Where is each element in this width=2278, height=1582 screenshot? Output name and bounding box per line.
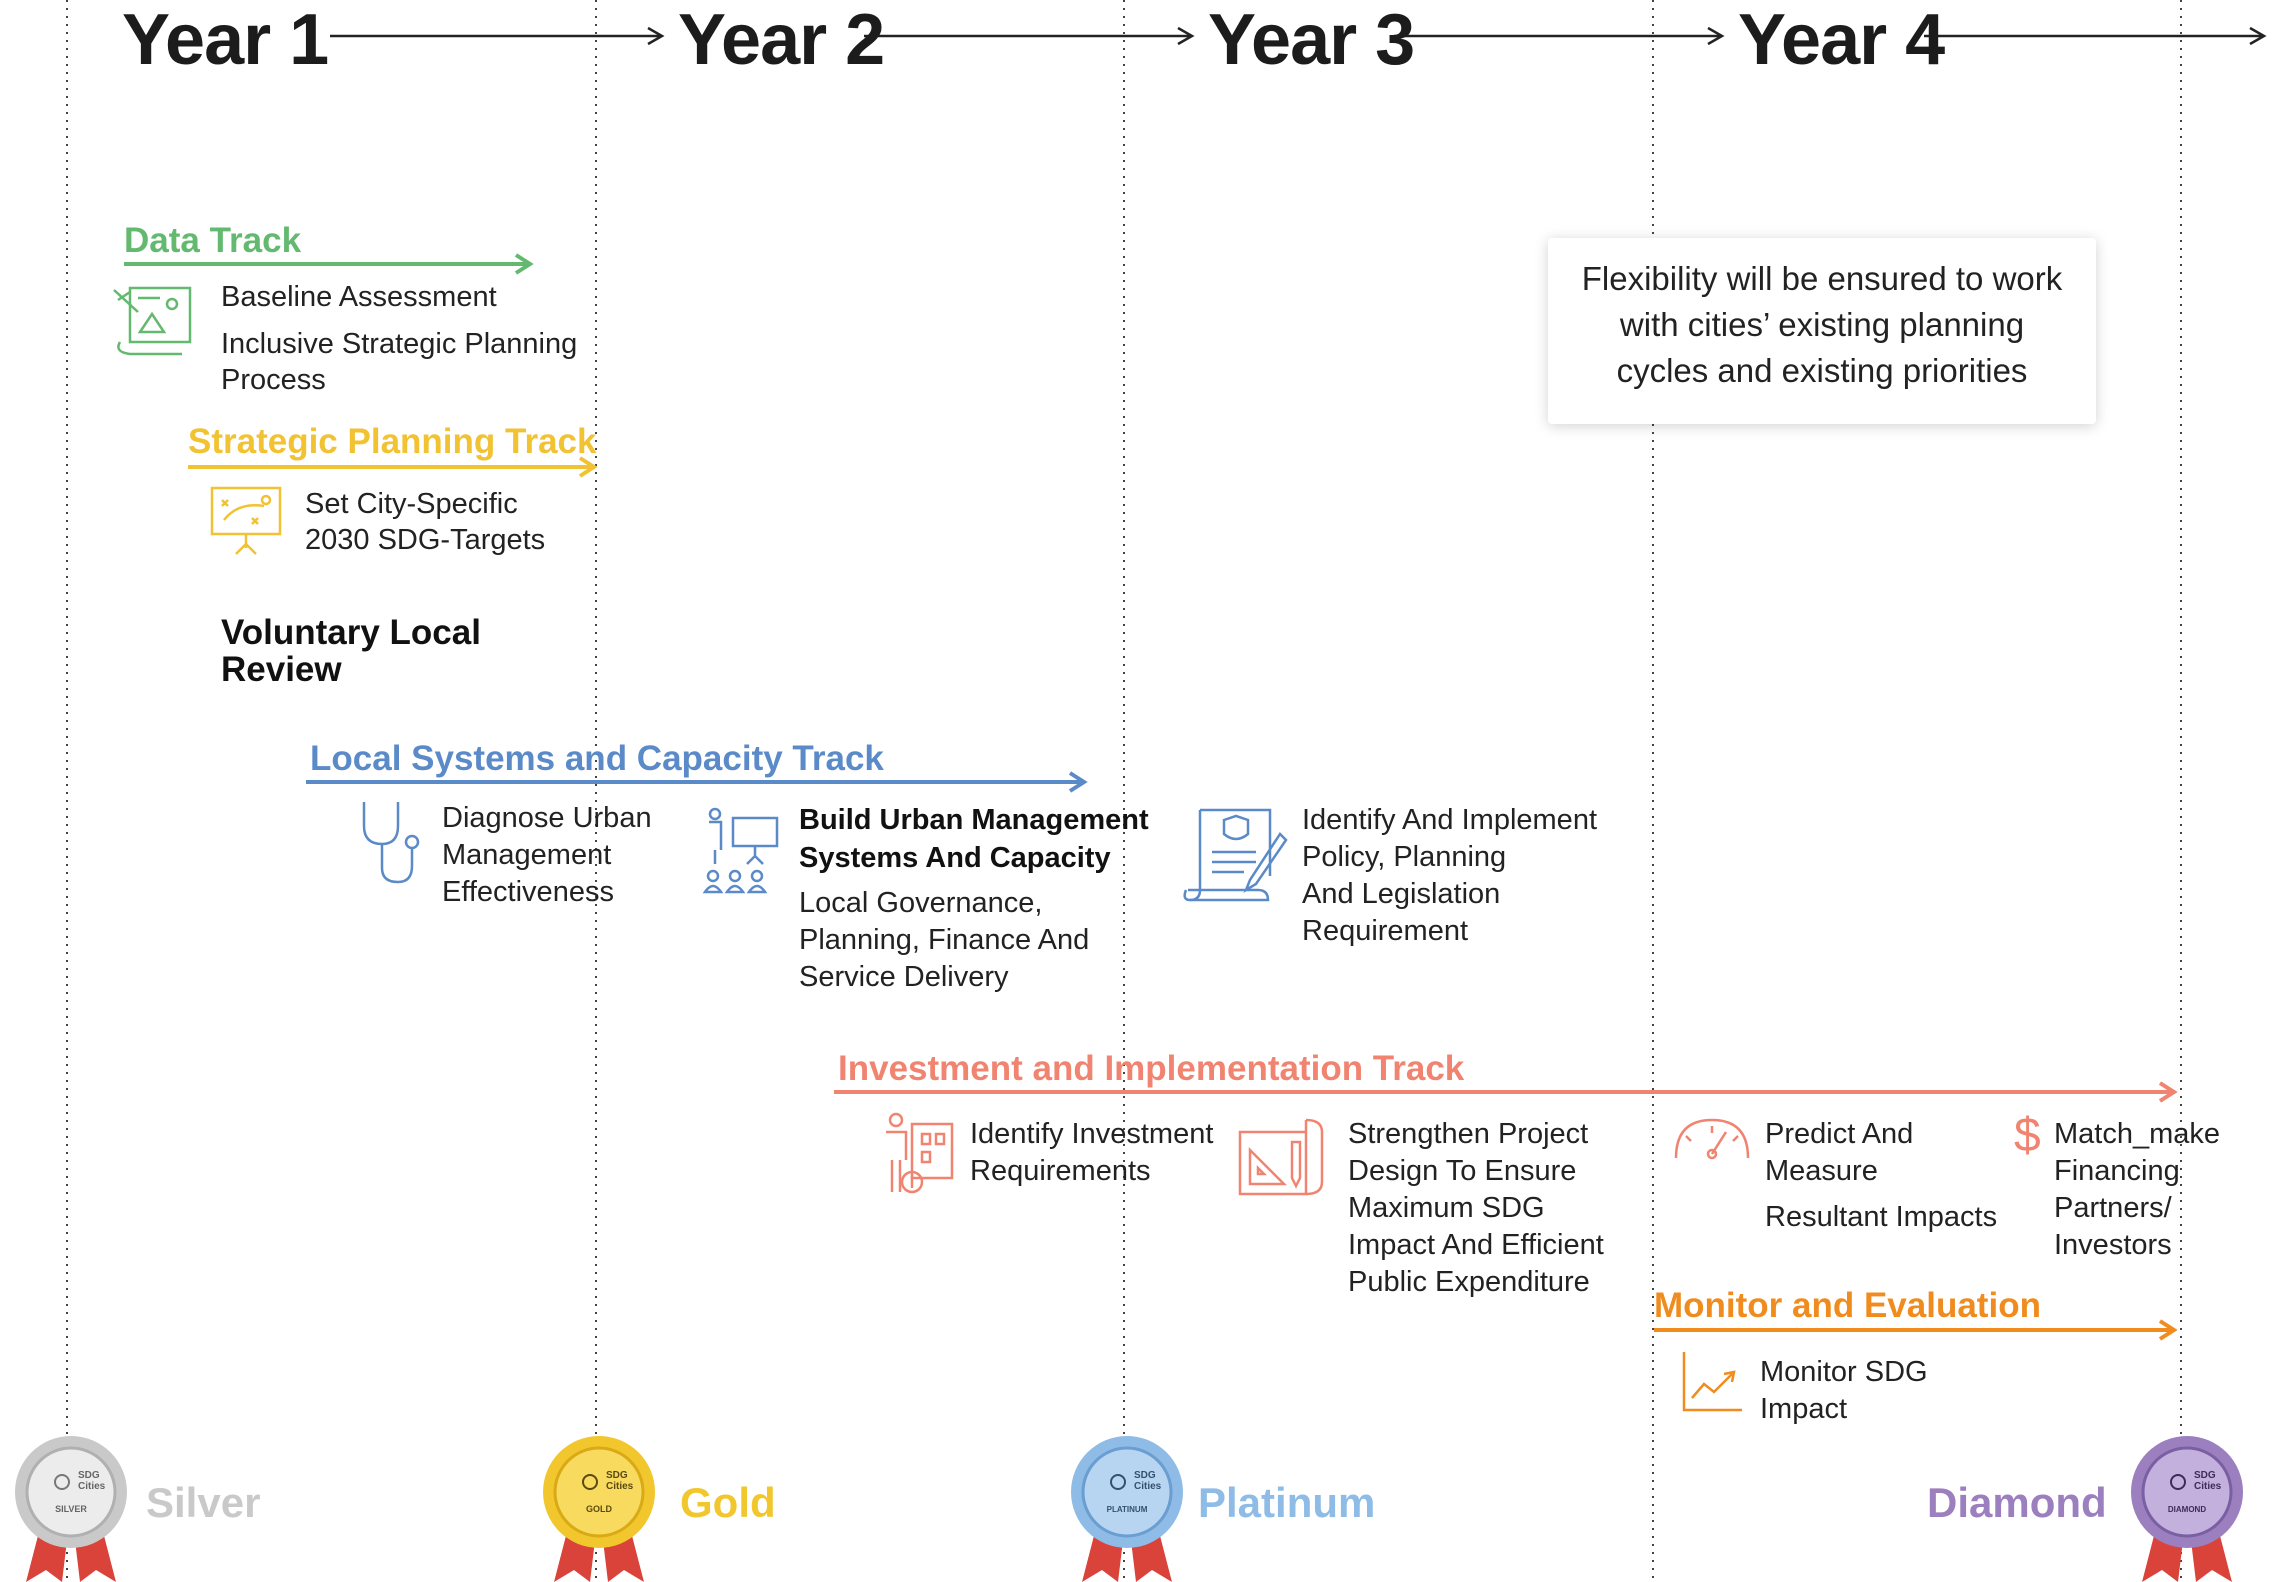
gold-badge-text-2: Cities — [606, 1481, 634, 1492]
policy-line-3: And Legislation — [1302, 878, 1501, 910]
dollar-icon: $ — [2014, 1109, 2041, 1162]
platinum-label: Platinum — [1198, 1479, 1376, 1526]
note-line-3: cycles and existing priorities — [1616, 352, 2028, 389]
strengthen-line-5: Public Expenditure — [1348, 1266, 1590, 1298]
build-line-2: Planning, Finance And — [799, 924, 1090, 956]
match-line-3: Partners/ — [2054, 1192, 2172, 1224]
strategy-board-icon — [210, 486, 282, 555]
investment-track-arrow — [834, 1081, 2178, 1103]
policy-line-1: Identify And Implement — [1302, 804, 1597, 836]
policy-line-4: Requirement — [1302, 915, 1469, 947]
match-line-1: Match_make — [2054, 1118, 2221, 1150]
year-arrows — [330, 26, 2267, 46]
strengthen-line-4: Impact And Efficient — [1348, 1229, 1604, 1261]
predict-extra: Resultant Impacts — [1765, 1201, 1998, 1233]
policy-document-icon — [1183, 808, 1288, 902]
diamond-badge-text-2: Cities — [2194, 1481, 2222, 1492]
strengthen-line-3: Maximum SDG — [1348, 1192, 1545, 1224]
vlr-line-2: Review — [221, 650, 342, 689]
diamond-medal-icon: SDG Cities DIAMOND — [2131, 1436, 2243, 1582]
identify-line-2: Requirements — [970, 1155, 1151, 1187]
build-bold-line-2: Systems And Capacity — [799, 842, 1111, 874]
year-4-label: Year 4 — [1738, 0, 1945, 80]
platinum-badge-text-1: SDG — [1134, 1470, 1156, 1481]
blueprint-icon — [1238, 1118, 1324, 1196]
silver-label: Silver — [146, 1479, 261, 1526]
match-line-4: Investors — [2054, 1229, 2172, 1261]
local-track-title: Local Systems and Capacity Track — [310, 739, 884, 778]
silver-badge-text-3: SILVER — [55, 1504, 87, 1514]
note-line-1: Flexibility will be ensured to work — [1581, 260, 2063, 297]
gold-badge-text-3: GOLD — [586, 1504, 612, 1514]
strategic-item-2: 2030 SDG-Targets — [305, 524, 546, 556]
strengthen-line-2: Design To Ensure — [1348, 1155, 1577, 1187]
data-item-3: Process — [221, 364, 326, 396]
note-line-2: with cities’ existing planning — [1619, 306, 2025, 343]
year-3-label: Year 3 — [1208, 0, 1415, 80]
investment-building-icon — [886, 1112, 954, 1194]
silver-badge-text-2: Cities — [78, 1481, 106, 1492]
year-1-label: Year 1 — [122, 0, 329, 80]
gold-badge-text-1: SDG — [606, 1470, 628, 1481]
local-track-arrow — [306, 771, 1088, 793]
diamond-badge-text-3: DIAMOND — [2168, 1505, 2206, 1514]
strengthen-line-1: Strengthen Project — [1348, 1118, 1589, 1150]
build-line-1: Local Governance, — [799, 887, 1043, 919]
vlr-line-1: Voluntary Local — [221, 613, 481, 652]
year-2-label: Year 2 — [678, 0, 885, 80]
investment-track-title: Investment and Implementation Track — [838, 1049, 1465, 1088]
gold-label: Gold — [680, 1479, 776, 1526]
diamond-label: Diamond — [1927, 1479, 2107, 1526]
silver-medal-icon: SDG Cities SILVER — [15, 1436, 127, 1582]
diamond-badge-text-1: SDG — [2194, 1470, 2216, 1481]
gold-medal-icon: SDG Cities GOLD — [543, 1436, 655, 1582]
monitor-track-title: Monitor and Evaluation — [1654, 1286, 2041, 1325]
identify-line-1: Identify Investment — [970, 1118, 1214, 1150]
platinum-badge-text-3: PLATINUM — [1107, 1505, 1148, 1514]
build-line-3: Service Delivery — [799, 961, 1009, 993]
stethoscope-icon — [362, 802, 420, 884]
monitor-track-arrow — [1654, 1319, 2178, 1341]
silver-badge-text-1: SDG — [78, 1470, 100, 1481]
diagnose-line-1: Diagnose Urban — [442, 802, 652, 834]
gauge-icon — [1674, 1118, 1750, 1160]
data-item-2: Inclusive Strategic Planning — [221, 328, 578, 360]
build-bold-line-1: Build Urban Management — [799, 804, 1149, 836]
map-document-icon — [113, 286, 192, 356]
platinum-medal-icon: SDG Cities PLATINUM — [1071, 1436, 1183, 1582]
predict-line-1: Predict And — [1765, 1118, 1914, 1150]
strategic-track-arrow — [188, 456, 598, 478]
policy-line-2: Policy, Planning — [1302, 841, 1507, 873]
strategic-item-1: Set City-Specific — [305, 488, 518, 520]
diagnose-line-2: Management — [442, 839, 612, 871]
monitor-line-1: Monitor SDG — [1760, 1356, 1928, 1388]
strategic-track-title: Strategic Planning Track — [188, 422, 597, 461]
predict-line-2: Measure — [1765, 1155, 1878, 1187]
training-icon — [702, 807, 779, 894]
match-line-2: Financing — [2054, 1155, 2180, 1187]
platinum-badge-text-2: Cities — [1134, 1481, 1162, 1492]
data-track-arrow — [124, 253, 534, 275]
trend-chart-icon — [1682, 1352, 1742, 1412]
data-item-1: Baseline Assessment — [221, 281, 497, 313]
monitor-line-2: Impact — [1760, 1393, 1848, 1425]
diagnose-line-3: Effectiveness — [442, 876, 614, 908]
flexibility-note: Flexibility will be ensured to work with… — [1548, 238, 2096, 424]
data-track-title: Data Track — [124, 221, 302, 260]
